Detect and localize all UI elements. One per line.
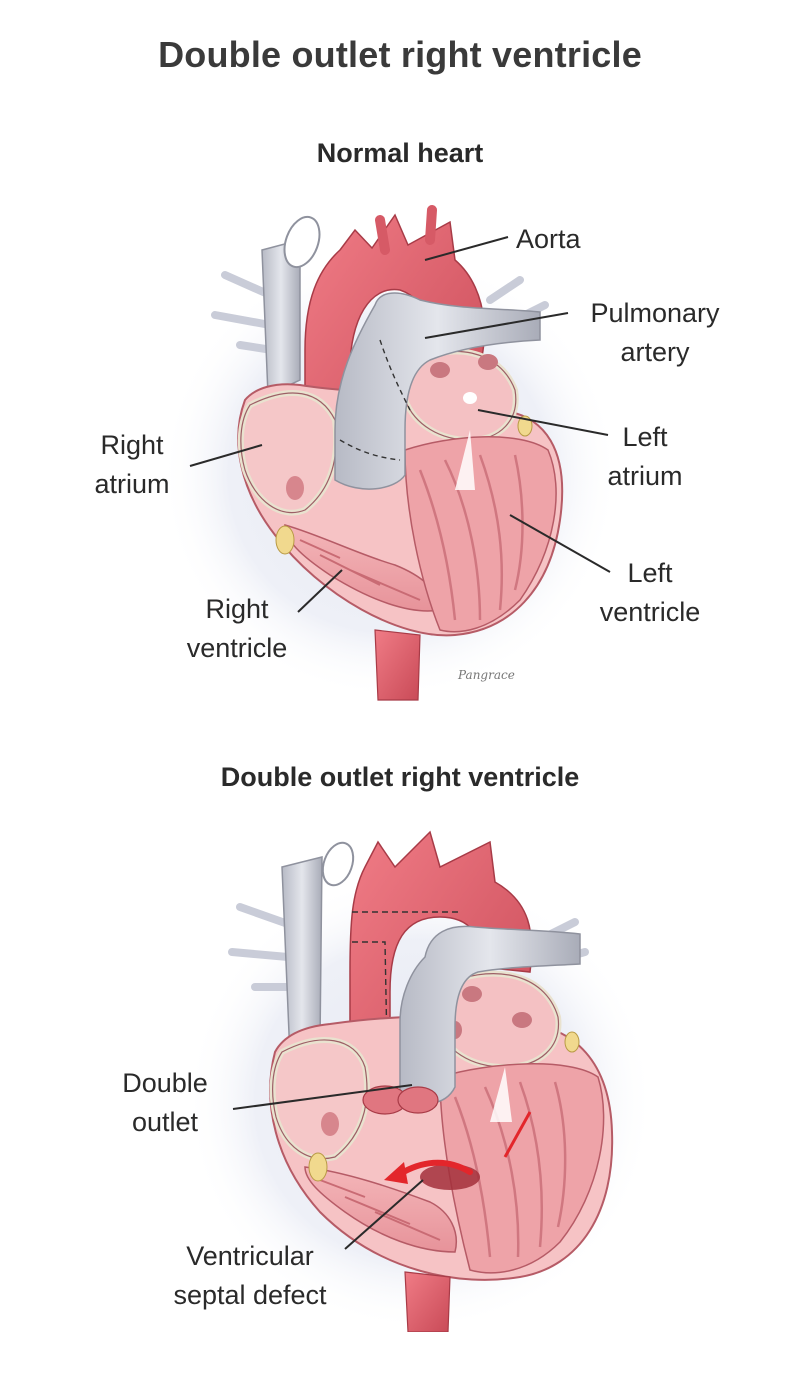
normal-heart-heading: Normal heart [316, 138, 484, 168]
septal-defect [384, 1111, 532, 1190]
superior-vena-cava [281, 841, 355, 1059]
normal-heart-illustration [160, 205, 620, 701]
right-ventricle-chamber [304, 1166, 457, 1253]
descending-vessels [308, 1031, 580, 1332]
leader-lines [232, 1084, 424, 1250]
label-aorta: Aorta [516, 224, 581, 254]
blood-flow-arrow-icon [384, 1162, 408, 1184]
right-atrium-chamber [269, 1037, 370, 1162]
superior-vena-cava [261, 215, 321, 397]
pulmonary-artery-vessel [334, 292, 541, 490]
label-right-ventricle: Right ventricle [186, 594, 288, 663]
label-double-outlet: Double outlet [122, 1068, 208, 1137]
illustrator-signature: Pangrace [458, 668, 515, 682]
double-outlet-openings [362, 1085, 439, 1115]
label-left-atrium: Left atrium [607, 422, 683, 491]
left-ventricle-chamber [404, 430, 557, 633]
page-title: Double outlet right ventricle [158, 34, 642, 75]
right-ventricle-chamber [284, 524, 441, 612]
label-pulmonary-artery: Pulmonary artery [590, 298, 720, 367]
aorta-vessel [349, 830, 533, 1103]
label-ventricular-septal-defect: Ventricular septal defect [173, 1241, 327, 1310]
dorv-heart-illustration [185, 830, 655, 1332]
label-left-ventricle: Left ventricle [599, 558, 701, 627]
leader-lines [189, 236, 611, 613]
right-atrium-chamber [237, 390, 340, 516]
dorv-heading: Double outlet right ventricle [220, 762, 580, 792]
descending-vessels [275, 415, 533, 701]
label-right-atrium: Right atrium [94, 430, 170, 499]
